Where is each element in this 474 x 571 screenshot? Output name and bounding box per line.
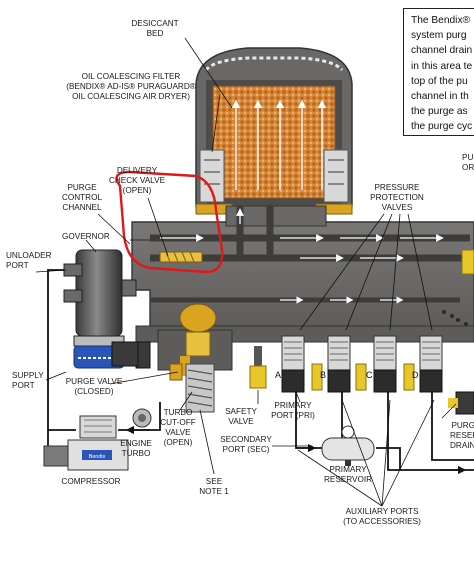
note-line: system purg	[411, 30, 467, 42]
svg-text:COMPRESSOR: COMPRESSOR	[61, 477, 120, 486]
turbo-cutoff-valve	[169, 363, 215, 413]
note-line: channel drain	[411, 45, 473, 57]
svg-text:DELIVERY: DELIVERY	[117, 166, 158, 175]
purge-reservoir-valve	[448, 249, 474, 415]
svg-text:SUPPLY: SUPPLY	[12, 371, 44, 380]
svg-text:PROTECTION: PROTECTION	[370, 193, 424, 202]
svg-text:TURBO: TURBO	[122, 449, 151, 458]
svg-text:CHECK VALVE: CHECK VALVE	[109, 176, 166, 185]
port-letters: A B C D	[275, 370, 419, 380]
label-pressure-protection: PRESSURE PROTECTION VALVES	[370, 183, 424, 212]
svg-text:(TO ACCESSORIES): (TO ACCESSORIES)	[343, 517, 421, 526]
svg-text:PURGE: PURGE	[67, 183, 97, 192]
note-line: The Bendix®	[411, 15, 471, 26]
label-delivery-check-valve: DELIVERY CHECK VALVE (OPEN)	[109, 166, 166, 195]
port-letter-d: D	[412, 370, 419, 380]
svg-text:VALVES: VALVES	[382, 203, 413, 212]
delivery-check-valve	[159, 251, 203, 263]
svg-text:PORT: PORT	[12, 381, 35, 390]
desiccant-bed	[212, 85, 336, 199]
svg-text:TURBO: TURBO	[164, 408, 193, 417]
svg-text:PURGE: PURGE	[451, 421, 474, 430]
label-governor: GOVERNOR	[62, 232, 110, 241]
label-primary-port: PRIMARY PORT (PRI)	[271, 401, 315, 420]
label-top-right-cut: PU OR	[462, 153, 474, 172]
note-box: The Bendix® system purg channel drain in…	[403, 8, 474, 136]
svg-text:VALVE: VALVE	[228, 417, 254, 426]
compressor-badge: Bendix	[89, 454, 106, 460]
primary-reservoir	[321, 425, 375, 466]
label-primary-reservoir: PRIMARY RESERVOIR	[324, 465, 372, 484]
svg-text:SAFETY: SAFETY	[225, 407, 257, 416]
svg-text:NOTE 1: NOTE 1	[199, 487, 229, 496]
label-supply-port: SUPPLY PORT	[12, 371, 44, 390]
svg-text:SEE: SEE	[206, 477, 223, 486]
svg-text:RESERVOIR: RESERVOIR	[324, 475, 372, 484]
note-line: in this area te	[411, 60, 473, 72]
label-purge-control-channel: PURGE CONTROL CHANNEL	[62, 183, 102, 212]
label-auxiliary-ports: AUXILIARY PORTS (TO ACCESSORIES)	[343, 507, 421, 526]
svg-text:UNLOADER: UNLOADER	[6, 251, 52, 260]
label-desiccant-bed: DESICCANT BED	[131, 19, 178, 38]
svg-text:(OPEN): (OPEN)	[164, 438, 193, 447]
svg-text:CUT-OFF: CUT-OFF	[160, 418, 195, 427]
svg-text:DRAIN VALVE: DRAIN VALVE	[450, 441, 474, 450]
svg-text:PU: PU	[462, 153, 473, 162]
pressure-protection-valves	[281, 335, 443, 393]
label-safety-valve: SAFETY VALVE	[225, 407, 257, 426]
governor	[63, 249, 137, 369]
safety-valve	[249, 346, 267, 389]
svg-text:OR: OR	[462, 163, 474, 172]
label-see-note: SEE NOTE 1	[199, 477, 229, 496]
svg-text:ENGINE: ENGINE	[120, 439, 152, 448]
engine-turbo	[132, 408, 152, 428]
svg-text:RESERVOIR: RESERVOIR	[450, 431, 474, 440]
svg-text:PRESSURE: PRESSURE	[374, 183, 420, 192]
label-engine-turbo: ENGINE TURBO	[120, 439, 152, 458]
svg-text:(BENDIX® AD-IS® PURAGUARD®: (BENDIX® AD-IS® PURAGUARD®	[66, 82, 196, 91]
label-purge-valve: PURGE VALVE (CLOSED)	[66, 377, 123, 396]
label-purge-reservoir-drain: PURGE RESERVOIR DRAIN VALVE	[450, 421, 474, 450]
label-compressor: COMPRESSOR	[61, 477, 120, 486]
svg-text:CONTROL: CONTROL	[62, 193, 102, 202]
svg-text:AUXILIARY PORTS: AUXILIARY PORTS	[346, 507, 419, 516]
port-letter-a: A	[275, 370, 281, 380]
svg-text:SECONDARY: SECONDARY	[220, 435, 272, 444]
note-line: the purge as	[411, 106, 468, 118]
dryer-canister	[195, 47, 353, 215]
svg-text:GOVERNOR: GOVERNOR	[62, 232, 110, 241]
red-callout-loop	[115, 170, 224, 274]
purge-valve-cap	[111, 341, 139, 367]
label-oil-filter: OIL COALESCING FILTER (BENDIX® AD-IS® PU…	[66, 72, 196, 101]
svg-text:BED: BED	[147, 29, 164, 38]
svg-text:PORT (SEC): PORT (SEC)	[222, 445, 269, 454]
label-secondary-port: SECONDARY PORT (SEC)	[220, 435, 272, 454]
port-letter-b: B	[320, 370, 326, 380]
note-line: the purge cyc	[411, 121, 473, 133]
svg-text:VALVE: VALVE	[165, 428, 191, 437]
compressor: Bendix	[43, 415, 129, 471]
label-unloader-port: UNLOADER PORT	[6, 251, 52, 270]
purge-valve	[135, 303, 233, 376]
svg-text:OIL COALESCING AIR DRYER): OIL COALESCING AIR DRYER)	[72, 92, 190, 101]
svg-text:PURGE VALVE: PURGE VALVE	[66, 377, 123, 386]
oil-filter-right	[323, 149, 349, 203]
note-line: top of the pu	[411, 75, 468, 87]
svg-text:DESICCANT: DESICCANT	[131, 19, 178, 28]
port-letter-c: C	[366, 370, 373, 380]
svg-text:(OPEN): (OPEN)	[123, 186, 152, 195]
svg-text:PORT: PORT	[6, 261, 29, 270]
svg-text:OIL COALESCING FILTER: OIL COALESCING FILTER	[82, 72, 181, 81]
note-line: channel in th	[411, 90, 469, 102]
label-turbo-cutoff: TURBO CUT-OFF VALVE (OPEN)	[160, 408, 195, 447]
svg-text:(CLOSED): (CLOSED)	[74, 387, 113, 396]
svg-text:PORT (PRI): PORT (PRI)	[271, 411, 315, 420]
svg-text:PRIMARY: PRIMARY	[329, 465, 367, 474]
svg-text:CHANNEL: CHANNEL	[62, 203, 102, 212]
svg-text:PRIMARY: PRIMARY	[274, 401, 312, 410]
leader-lines	[35, 37, 457, 507]
flow-arrows-black	[125, 425, 467, 475]
